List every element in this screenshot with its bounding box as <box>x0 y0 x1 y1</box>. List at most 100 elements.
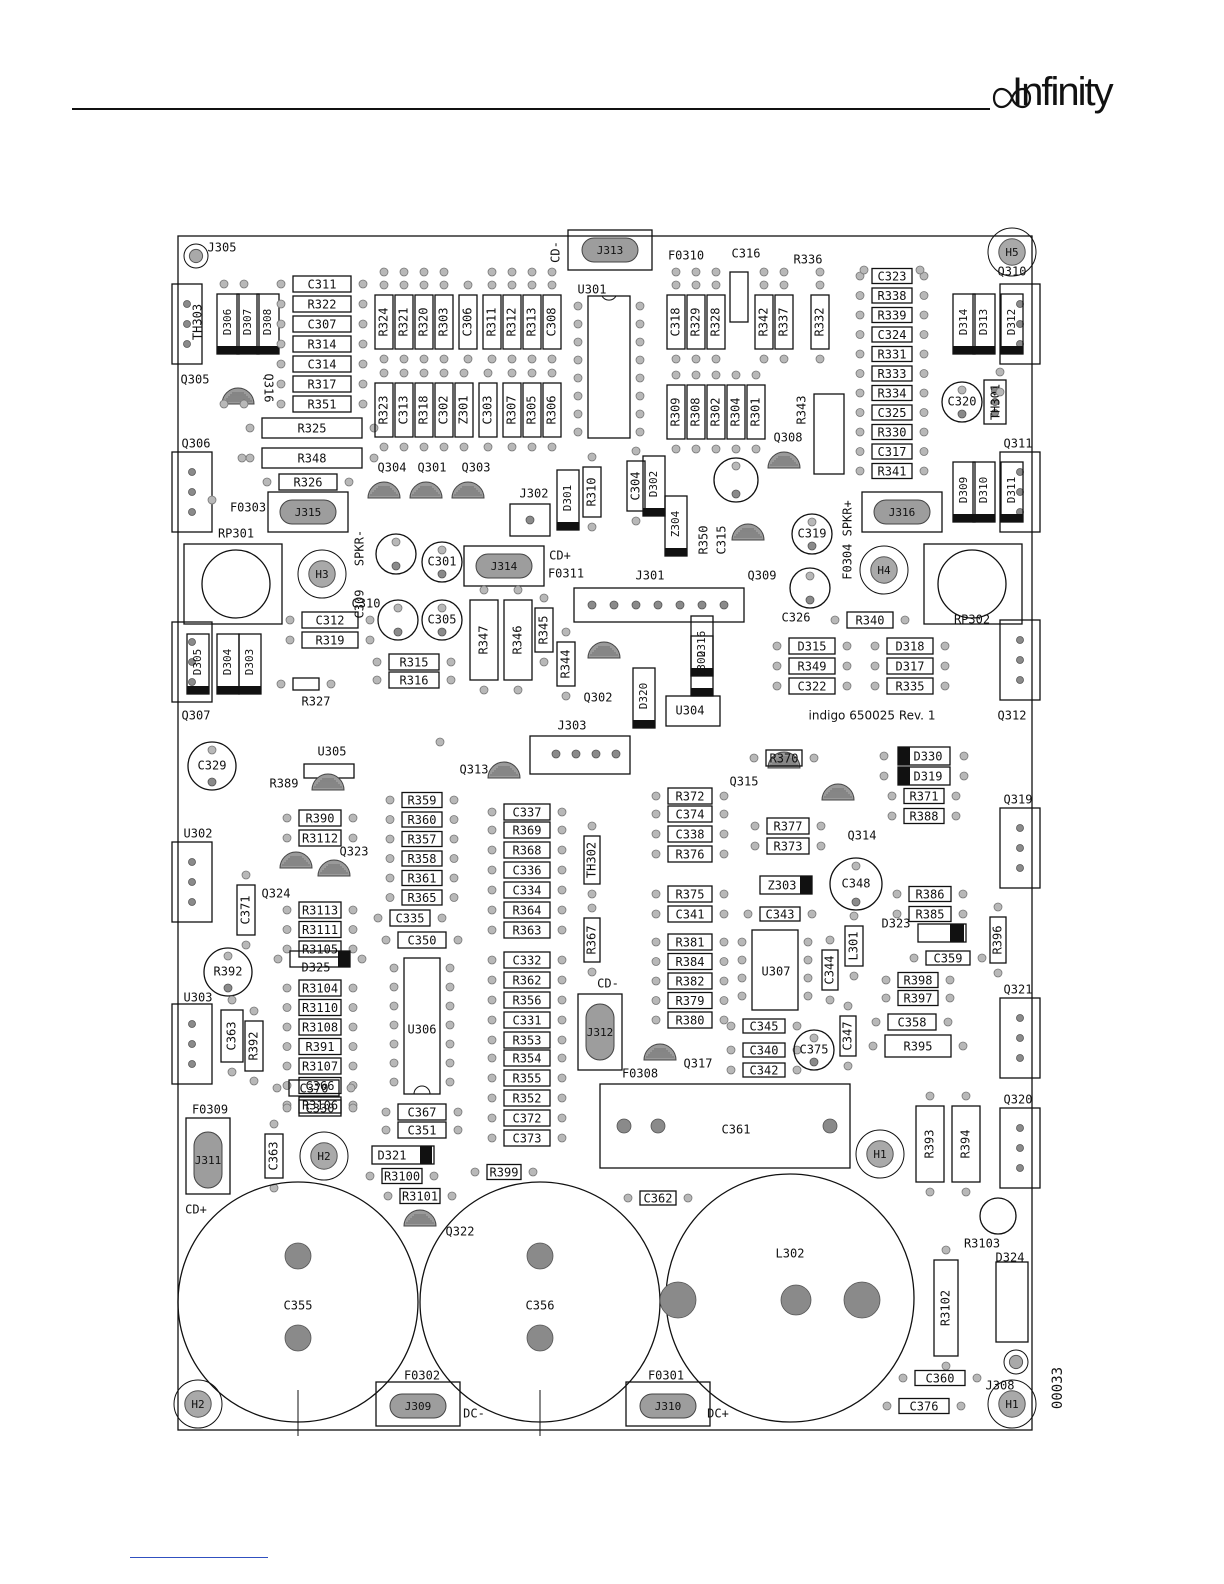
solder-pad <box>483 442 493 452</box>
diode-label: D330 <box>914 750 943 764</box>
ic-body <box>751 929 799 1011</box>
solder-pad <box>513 685 523 695</box>
component-body <box>766 837 810 855</box>
solder-pad <box>446 675 456 685</box>
solder-pad <box>737 991 747 1001</box>
component-body <box>298 1018 342 1036</box>
solder-pad <box>369 423 379 433</box>
solder-pad <box>843 1061 853 1071</box>
solder-pad <box>269 1119 279 1129</box>
diode-band <box>633 720 655 728</box>
solder-pad <box>941 1361 951 1371</box>
component-body <box>401 869 443 887</box>
component-label: R313 <box>525 308 539 337</box>
component-body <box>503 841 551 859</box>
solder-pad <box>557 807 567 817</box>
solder-pad <box>807 541 817 551</box>
component-body <box>503 1129 551 1147</box>
component-body <box>503 951 551 969</box>
solder-pad <box>539 593 549 603</box>
solder-pad <box>547 368 557 378</box>
component-label: R393 <box>923 1130 937 1159</box>
component-body <box>236 884 256 936</box>
solder-pad <box>276 339 286 349</box>
solder-pad <box>449 893 459 902</box>
component-label: R3101 <box>402 1190 438 1204</box>
component-label: R376 <box>676 848 705 862</box>
component-body <box>788 657 836 675</box>
capacitor-label: C348 <box>842 877 871 891</box>
component-label: C303 <box>481 396 495 425</box>
solder-pad <box>249 1006 259 1016</box>
component-label: R390 <box>306 812 335 826</box>
solder-pad <box>915 265 925 275</box>
component-label: R3107 <box>302 1060 338 1074</box>
diode-band <box>898 747 910 765</box>
component-body <box>626 460 646 512</box>
capacitor-label: C375 <box>800 1043 829 1057</box>
solder-pad <box>842 641 852 651</box>
power-device-body <box>999 997 1041 1079</box>
component-label: C342 <box>750 1064 779 1078</box>
solder-pad <box>379 442 389 452</box>
component-label: C367 <box>408 1106 437 1120</box>
solder-pad <box>809 753 819 763</box>
solder-pad <box>587 903 597 913</box>
diode-label: D307 <box>241 309 254 336</box>
ic-notch <box>413 1085 431 1095</box>
solder-pad <box>940 641 950 651</box>
solder-pad <box>977 953 987 963</box>
solder-pad <box>445 1058 455 1068</box>
solder-pad <box>1016 1054 1024 1062</box>
mount-hole <box>998 1390 1026 1418</box>
solder-pad <box>1016 636 1024 644</box>
component-label: C334 <box>513 884 542 898</box>
component-label: C302 <box>437 396 451 425</box>
solder-pad <box>453 1107 463 1117</box>
solder-pad <box>993 902 1003 912</box>
component-body <box>666 384 686 440</box>
component-body <box>742 1062 786 1078</box>
solder-pad <box>470 1167 480 1177</box>
solder-pad <box>365 615 375 625</box>
solder-pad <box>527 354 537 364</box>
component-body <box>374 294 394 350</box>
component-body <box>278 473 338 491</box>
solder-pad <box>719 600 729 610</box>
solder-pad <box>507 354 517 364</box>
component-label: R3113 <box>302 904 338 918</box>
solder-pad <box>385 873 395 883</box>
component-label: R3100 <box>384 1170 420 1184</box>
solder-pad <box>805 595 815 605</box>
solder-pad <box>381 935 391 945</box>
solder-pad <box>344 477 354 487</box>
ic-notch <box>601 295 617 301</box>
component-body <box>503 991 551 1009</box>
component-body <box>401 850 443 867</box>
solder-pad <box>919 369 929 378</box>
solder-pad <box>372 675 382 685</box>
component-label: R339 <box>878 309 907 323</box>
component-body <box>726 384 746 440</box>
solder-pad <box>855 310 865 320</box>
solder-pad <box>816 841 826 851</box>
solder-pad <box>557 1035 567 1045</box>
component-label: C335 <box>396 912 425 926</box>
solder-pad <box>245 423 255 433</box>
solder-pad <box>855 349 865 359</box>
solder-pad <box>855 447 865 456</box>
solder-pad <box>437 569 447 579</box>
solder-pad <box>381 1107 391 1117</box>
net-label-cd-minus: CD- <box>597 977 619 991</box>
component-body <box>729 271 749 323</box>
solder-pad <box>573 337 583 347</box>
solder-pad <box>365 1171 375 1181</box>
solder-pad <box>557 865 567 875</box>
component-body <box>667 825 713 843</box>
component-body <box>264 1133 284 1179</box>
component-body <box>220 1009 244 1063</box>
solder-pad <box>479 585 489 595</box>
solder-pad <box>439 354 449 364</box>
solder-pad <box>449 815 459 824</box>
